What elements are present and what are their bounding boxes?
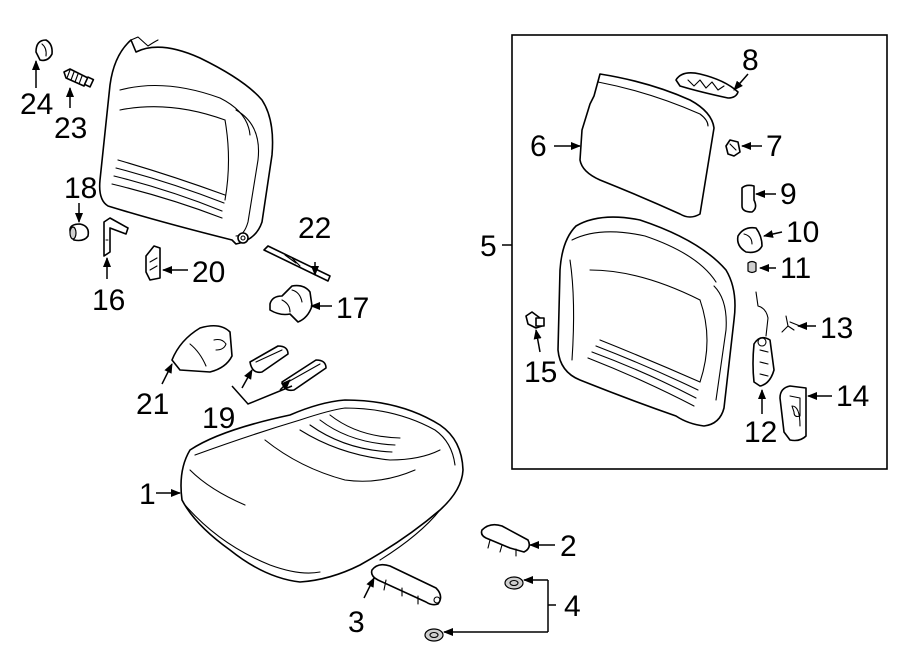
knob-part	[35, 39, 53, 62]
pin-part	[63, 68, 95, 88]
side-bracket-part	[779, 385, 807, 442]
small-cap-part	[747, 260, 757, 274]
callout-3: 3	[348, 606, 365, 639]
callout-13: 13	[820, 312, 853, 345]
callout-17: 17	[336, 292, 369, 325]
callout-10: 10	[786, 216, 819, 249]
recliner-mechanism-part	[752, 291, 775, 387]
callout-6: 6	[530, 130, 547, 163]
grommet-part	[69, 223, 90, 242]
callout-4: 4	[564, 590, 581, 623]
spring-pin-part	[781, 315, 801, 333]
small-clip-part	[725, 139, 741, 157]
side-trim-part	[249, 345, 327, 392]
callout-12: 12	[744, 416, 777, 449]
callout-20: 20	[192, 256, 225, 289]
callout-23: 23	[54, 112, 87, 145]
bracket-part	[103, 217, 129, 257]
rod-part	[263, 245, 331, 282]
callout-16: 16	[92, 284, 125, 317]
callout-5: 5	[480, 230, 497, 263]
trim-cap-part	[424, 576, 524, 642]
handle-part	[675, 72, 739, 99]
callout-21: 21	[136, 388, 169, 421]
hinge-cover-part	[269, 284, 313, 323]
callout-24: 24	[20, 88, 53, 121]
clip-part	[145, 245, 161, 281]
inset-seat-back-part	[557, 216, 736, 427]
seat-back-frame-part	[98, 36, 274, 245]
callout-15: 15	[524, 356, 557, 389]
latch-knob-part	[741, 184, 757, 213]
seat-cushion-part	[180, 399, 464, 583]
bolt-part	[525, 311, 545, 329]
callout-8: 8	[742, 44, 759, 77]
cushion-front-trim-part	[370, 563, 442, 606]
callout-19: 19	[202, 402, 235, 435]
lever-part	[736, 226, 763, 254]
callout-22: 22	[298, 212, 331, 245]
callout-14: 14	[836, 380, 869, 413]
callout-2: 2	[560, 530, 577, 563]
callout-11: 11	[780, 252, 811, 285]
cushion-side-trim-part	[480, 523, 531, 557]
detail-inset-box	[511, 34, 888, 470]
callout-1: 1	[139, 478, 156, 511]
back-panel-part	[579, 73, 715, 218]
callout-18: 18	[64, 172, 97, 205]
callout-7: 7	[766, 130, 783, 163]
callout-9: 9	[780, 178, 797, 211]
recliner-cover-part	[171, 324, 233, 373]
